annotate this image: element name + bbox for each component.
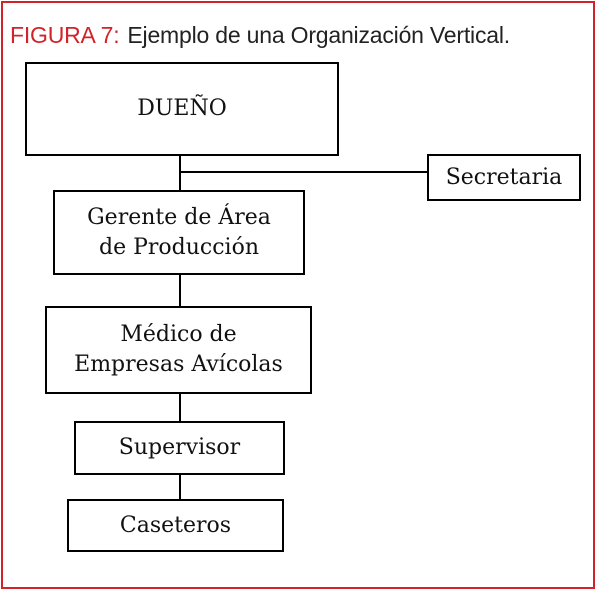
connector-owner-to-manager	[179, 155, 181, 191]
supervisor-label: Supervisor	[118, 435, 241, 460]
org-box-secretary: Secretaria	[427, 154, 581, 201]
production-manager-line2: de Producción	[98, 234, 259, 260]
org-box-workers: Caseteros	[67, 499, 284, 552]
connector-supervisor-to-workers	[179, 473, 181, 500]
figure-label: FIGURA 7:	[10, 22, 120, 48]
production-manager-line1: Gerente de Área	[87, 204, 271, 230]
connector-secretary-branch	[179, 171, 429, 173]
figure-caption: FIGURA 7: Ejemplo de una Organización Ver…	[10, 20, 510, 50]
connector-manager-to-doctor	[179, 274, 181, 308]
poultry-doctor-line2: Empresas Avícolas	[74, 352, 283, 377]
org-box-poultry-doctor: Médico de Empresas Avícolas	[45, 306, 312, 394]
figure-title: Ejemplo de una Organización Vertical.	[127, 22, 510, 48]
org-box-production-manager: Gerente de Área de Producción	[53, 190, 305, 275]
secretary-label: Secretaria	[445, 164, 563, 190]
poultry-doctor-line1: Médico de	[120, 322, 237, 347]
connector-doctor-to-supervisor	[179, 393, 181, 423]
org-box-supervisor: Supervisor	[74, 421, 285, 475]
workers-label: Caseteros	[119, 512, 232, 538]
owner-label: DUEÑO	[137, 96, 227, 121]
org-box-owner: DUEÑO	[25, 62, 339, 156]
